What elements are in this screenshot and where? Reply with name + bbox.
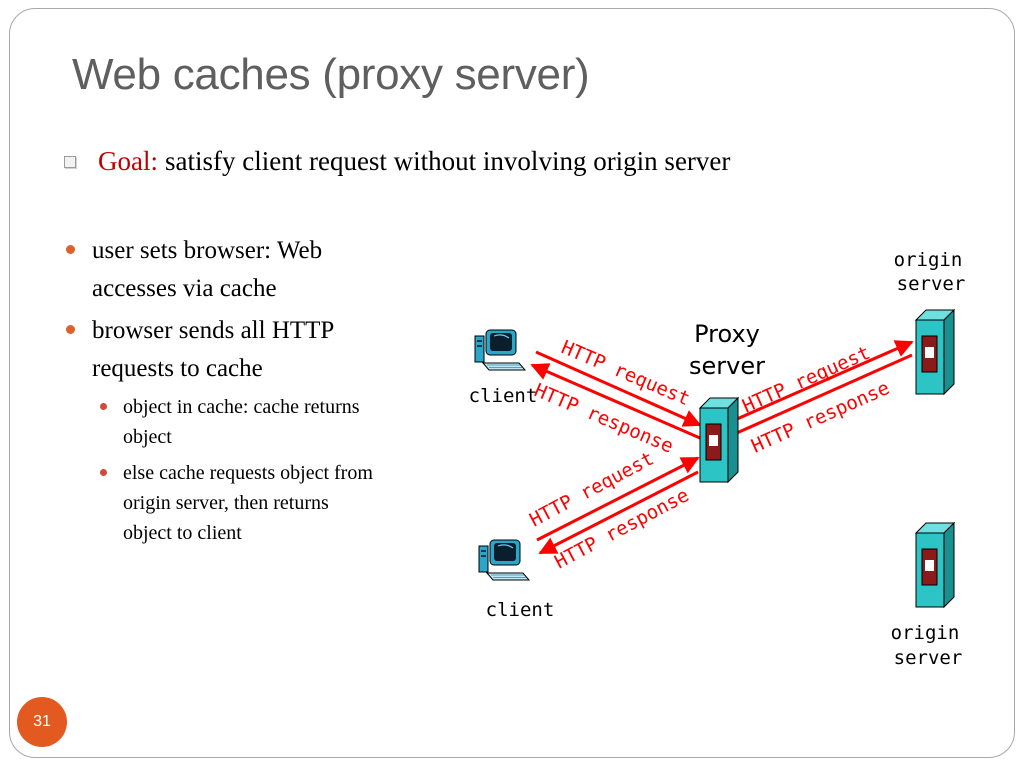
origin-server-icon	[915, 522, 955, 608]
bullet-line: browser sends all HTTP	[92, 317, 335, 344]
goal-text: satisfy client request without involving…	[165, 146, 731, 176]
goal-label: Goal:	[98, 146, 158, 176]
bullet-line: accesses via cache	[92, 275, 277, 302]
bullet-item: browser sends all HTTP requests to cache	[64, 312, 454, 388]
page-number-badge: 31	[17, 697, 67, 747]
sub-bullet-item: else cache requests object from origin s…	[97, 458, 454, 548]
bullet-dot-icon	[66, 325, 75, 334]
slide-title: Web caches (proxy server)	[72, 50, 590, 99]
goal-line: Goal: satisfy client request without inv…	[64, 146, 730, 177]
sub-bullet-list: object in cache: cache returns object el…	[97, 392, 454, 548]
sub-bullet-line: object	[123, 426, 172, 448]
bullet-list: user sets browser: Web accesses via cach…	[64, 232, 454, 554]
sub-bullet-dot-icon	[100, 403, 107, 410]
proxy-label-line2: server	[689, 352, 765, 380]
sub-bullet-line: object to client	[123, 522, 242, 544]
sub-bullet-line: else cache requests object from	[123, 462, 373, 484]
origin-label-line2: server	[897, 273, 966, 295]
square-bullet-icon	[64, 155, 76, 168]
sub-bullet-item: object in cache: cache returns object	[97, 392, 454, 452]
origin-server-icon	[915, 309, 955, 395]
proxy-label-line1: Proxy	[694, 320, 760, 348]
bullet-item: user sets browser: Web accesses via cach…	[64, 232, 454, 308]
client-computer-icon	[474, 329, 526, 371]
request-arrow-client2	[536, 456, 700, 542]
sub-bullet-line: origin server, then returns	[123, 492, 329, 514]
client-label: client	[469, 385, 538, 407]
bullet-line: user sets browser: Web	[92, 237, 323, 264]
sub-bullet-dot-icon	[100, 469, 107, 476]
response-arrow-client1	[530, 363, 701, 440]
request-arrow-client1	[535, 350, 702, 427]
response-arrow-origin	[710, 353, 913, 446]
response-arrow-client2	[538, 470, 699, 555]
origin-label-line2: server	[894, 647, 963, 669]
bullet-dot-icon	[66, 245, 75, 254]
client-label: client	[486, 599, 555, 621]
proxy-server-icon	[699, 397, 739, 483]
request-arrow-origin	[711, 340, 914, 432]
bullet-line: requests to cache	[92, 355, 263, 382]
origin-label-line1: origin	[894, 249, 963, 271]
origin-label-line1: origin	[891, 622, 960, 644]
sub-bullet-line: object in cache: cache returns	[123, 396, 360, 418]
client-computer-icon	[478, 539, 530, 581]
